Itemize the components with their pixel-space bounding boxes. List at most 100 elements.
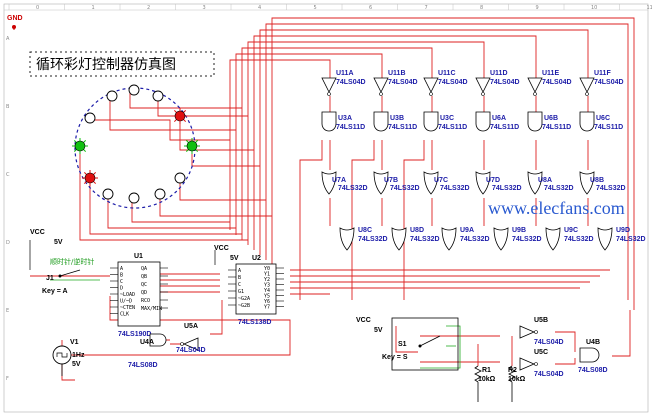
u2-chip[interactable]	[235, 263, 277, 315]
led-green-on	[184, 138, 200, 154]
r1-resistor[interactable]	[474, 365, 482, 383]
inverter-body	[373, 77, 389, 93]
wire-led-11	[89, 178, 242, 235]
led-red-on	[82, 170, 98, 186]
and3-type: 74LS11D	[438, 124, 467, 131]
wire-vcc	[29, 240, 216, 270]
diagram-title: 循环彩灯控制器仿真图	[36, 57, 176, 73]
u5b-gate[interactable]	[519, 325, 536, 339]
or-type: 74LS32D	[410, 236, 440, 243]
or-type: 74LS32D	[492, 185, 522, 192]
u2-pin-label: A	[238, 268, 241, 274]
r2-resistor[interactable]	[508, 365, 516, 383]
and3-type: 74LS11D	[490, 124, 519, 131]
led-ray	[83, 139, 87, 143]
led-off	[128, 84, 140, 96]
u1-chip[interactable]	[117, 261, 161, 327]
led-ray	[173, 119, 177, 123]
ruler-top-label: 2	[147, 5, 150, 11]
u2-pin-label: Y7	[264, 305, 270, 311]
u4b-gate[interactable]	[579, 347, 600, 363]
u2-name: U2	[252, 255, 261, 262]
s1-name: S1	[398, 341, 407, 348]
led-ray	[83, 149, 87, 153]
u5c-bubble	[534, 362, 538, 366]
and3-body	[321, 111, 337, 132]
u5c-gate[interactable]	[519, 357, 536, 371]
u4a-gate[interactable]	[149, 333, 167, 347]
u1-pin-label: QD	[141, 290, 147, 296]
or-name: U7B	[384, 177, 398, 184]
and3-name: U3B	[390, 115, 404, 122]
led-green-on	[72, 138, 88, 154]
ruler-left-label: E	[6, 308, 9, 314]
ruler-top-label: 6	[369, 5, 372, 11]
inverter-name: U11C	[438, 70, 456, 77]
inverter-body	[423, 77, 439, 93]
inverter-bubble	[379, 92, 383, 96]
u5b-type: 74LS04D	[534, 339, 564, 346]
inverter-body	[579, 77, 595, 93]
inverter-type: 74LS04D	[438, 79, 468, 86]
wire-u5a	[170, 300, 223, 345]
led-ray	[83, 181, 87, 185]
led-off	[152, 90, 164, 102]
or-type: 74LS32D	[440, 185, 470, 192]
u5a-gate[interactable]	[182, 337, 199, 351]
led-body	[174, 110, 186, 122]
and3-name: U6C	[596, 115, 610, 122]
wire-g-or-or	[329, 198, 589, 226]
u1-pin-label: ~CTEN	[120, 305, 135, 311]
ruler-top-label: 4	[258, 5, 261, 11]
ruler-left-label: D	[6, 240, 10, 246]
led-off	[106, 90, 118, 102]
inverter-name: U11E	[542, 70, 559, 77]
u5a-type: 74LS04D	[176, 347, 206, 354]
s1-5v-label: 5V	[374, 327, 383, 334]
v1-name: V1	[70, 339, 79, 346]
inverter-gate[interactable]: U11C 74LS04D	[423, 70, 468, 96]
led-off	[154, 188, 166, 200]
led-ring-outline	[74, 87, 196, 209]
ruler-top-label: 7	[425, 5, 428, 11]
and3-name: U3A	[338, 115, 352, 122]
inverter-type: 74LS04D	[336, 79, 366, 86]
u2-pin-label: B	[238, 275, 241, 281]
or-type: 74LS32D	[338, 185, 368, 192]
u1-pin-label: D	[120, 286, 123, 292]
wire-led-9	[131, 200, 230, 223]
j1-switch[interactable]	[59, 269, 81, 277]
s1-switch-arm[interactable]	[419, 335, 441, 347]
led-ray	[93, 181, 97, 185]
or-name: U8B	[590, 177, 604, 184]
and3-name: U6B	[544, 115, 558, 122]
wire-bus-4	[247, 41, 485, 245]
s1-box	[391, 317, 459, 371]
led-ray	[195, 149, 199, 153]
